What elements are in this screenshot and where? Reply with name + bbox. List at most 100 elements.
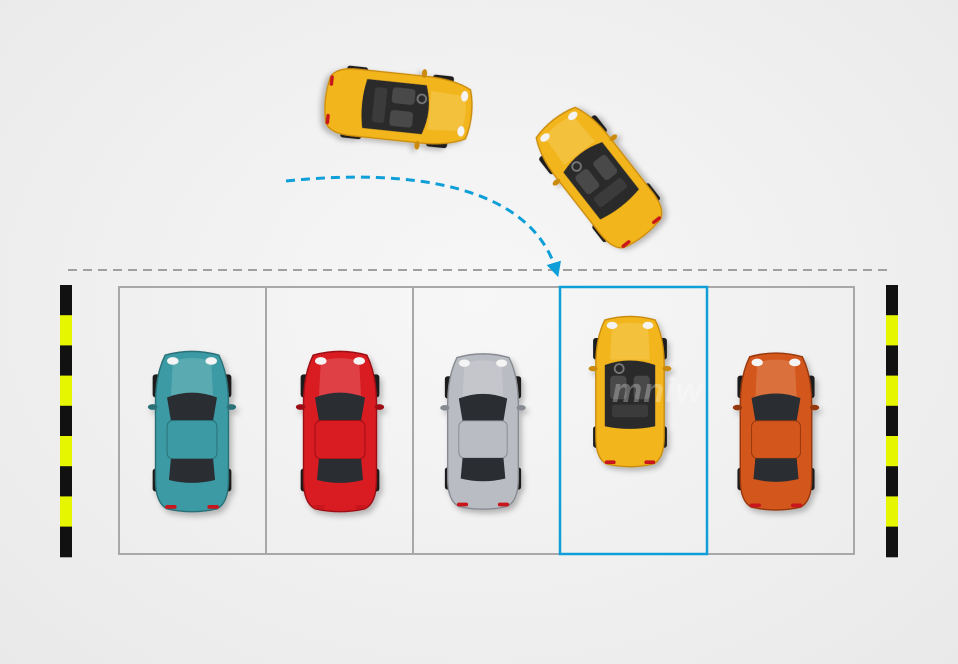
car-seat	[389, 110, 414, 128]
car-hood	[545, 115, 595, 165]
parking-lot-outline	[118, 286, 855, 555]
car-taillight	[749, 503, 761, 508]
right-post-stripe	[886, 405, 898, 437]
car-taillight	[497, 502, 510, 507]
right-post-stripe	[886, 436, 898, 467]
car-mirror	[295, 404, 306, 410]
car-taillight	[791, 503, 803, 508]
car-silver	[440, 353, 526, 510]
car-yellow-parked	[588, 315, 672, 468]
car-hood	[318, 358, 362, 398]
car-rear-deck	[593, 177, 627, 208]
left-post-stripe	[60, 405, 72, 437]
car-taillight	[329, 75, 334, 86]
left-post-stripe	[60, 285, 72, 316]
car-hood	[427, 91, 466, 132]
car-taillight	[604, 460, 616, 464]
car-mirror	[809, 404, 820, 411]
car-headlight	[457, 126, 465, 137]
car-hood	[755, 359, 797, 399]
car-mirror	[374, 404, 385, 410]
target-stall-highlight	[558, 285, 709, 556]
right-post-stripe	[886, 345, 898, 377]
car-steering-wheel	[416, 93, 428, 105]
car-roof	[751, 420, 801, 459]
car-headlight	[167, 357, 179, 365]
car-mirror	[414, 140, 420, 150]
car-windshield	[458, 393, 508, 421]
car-rear-window	[168, 458, 216, 483]
car-cabin	[563, 142, 640, 220]
car-windshield	[315, 392, 365, 421]
car-taillight	[313, 504, 325, 509]
left-post-stripe	[60, 496, 72, 528]
car-roof	[166, 419, 218, 460]
car-steering-wheel	[613, 363, 625, 374]
car-mirror	[552, 178, 561, 186]
right-post-stripe	[886, 466, 898, 497]
left-post-stripe	[60, 375, 72, 407]
car-taillight	[621, 240, 631, 248]
car-headlight	[540, 133, 550, 142]
car-taillight	[165, 504, 177, 509]
left-post-stripe	[60, 436, 72, 467]
car-rear-window	[316, 458, 364, 483]
car-steering-wheel	[571, 161, 582, 172]
car-headlight	[205, 357, 217, 365]
car-headlight	[751, 358, 763, 367]
car-windshield	[167, 392, 217, 421]
car-hood	[610, 322, 650, 360]
car-rear-window	[753, 458, 799, 482]
car-mirror	[516, 405, 526, 411]
car-roof	[314, 419, 366, 460]
car-taillight	[644, 460, 656, 464]
car-rear-deck	[371, 87, 388, 123]
car-mirror	[147, 404, 158, 410]
car-headlight	[458, 359, 470, 367]
left-post-stripe	[60, 526, 72, 558]
car-red	[295, 350, 385, 513]
car-yellow-approach-2	[535, 106, 663, 249]
car-roof	[458, 420, 508, 459]
car-hood	[170, 358, 214, 398]
car-seat	[575, 169, 600, 195]
car-seat	[593, 155, 618, 180]
right-post-stripe	[886, 496, 898, 528]
left-post-stripe	[60, 466, 72, 497]
car-seat	[610, 375, 627, 400]
car-taillight	[207, 504, 219, 509]
car-windshield	[751, 393, 801, 421]
car-taillight	[355, 504, 367, 509]
right-post-stripe	[886, 315, 898, 346]
car-mirror	[732, 404, 743, 411]
car-mirror	[440, 405, 450, 411]
car-headlight	[642, 321, 654, 329]
car-headlight	[353, 357, 365, 365]
watermark: mniw	[612, 372, 703, 410]
right-post-stripe	[886, 526, 898, 558]
car-rear-deck	[612, 404, 648, 418]
car-headlight	[568, 111, 578, 121]
car-mirror	[662, 365, 672, 372]
car-taillight	[651, 216, 662, 225]
car-seat	[633, 375, 650, 400]
car-taillight	[325, 113, 330, 125]
car-rear-window	[460, 458, 506, 482]
left-post-stripe	[60, 315, 72, 346]
car-yellow-approach-1	[324, 65, 473, 150]
car-headlight	[606, 321, 618, 329]
car-mirror	[226, 404, 237, 410]
car-seat	[391, 87, 416, 105]
left-post-stripe	[60, 345, 72, 377]
car-mirror	[588, 365, 598, 372]
car-mirror	[609, 134, 618, 142]
car-headlight	[496, 359, 508, 367]
car-headlight	[315, 357, 327, 365]
car-teal	[147, 350, 237, 513]
right-post-stripe	[886, 375, 898, 407]
car-headlight	[789, 358, 801, 367]
car-mirror	[421, 69, 428, 78]
car-cabin	[361, 78, 430, 135]
